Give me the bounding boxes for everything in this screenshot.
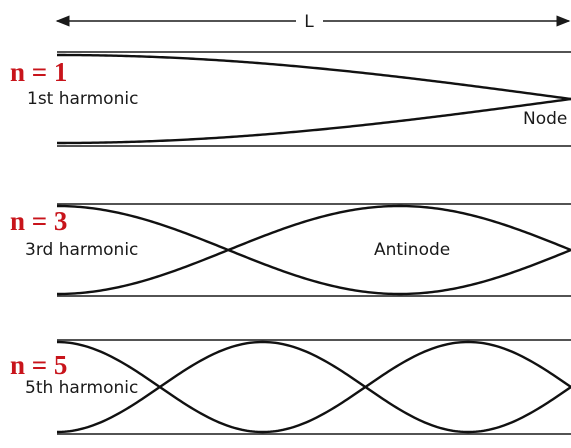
- antinode-label: Antinode: [374, 240, 450, 260]
- wave-lower: [56, 204, 571, 296]
- wave-lower: [56, 340, 571, 434]
- node-label: Node: [523, 109, 567, 129]
- wave-upper: [56, 204, 571, 296]
- panel-n3: n = 3 3rd harmonic Antinode: [10, 203, 571, 297]
- harmonic-label: 3rd harmonic: [25, 240, 138, 260]
- length-label: L: [304, 12, 314, 32]
- panel-n5: n = 5 5th harmonic: [10, 339, 571, 435]
- panel-n1: n = 1 1st harmonic Node: [10, 51, 571, 147]
- n-label: n = 1: [10, 57, 67, 87]
- n-label: n = 5: [10, 350, 67, 380]
- harmonic-label: 1st harmonic: [27, 89, 138, 109]
- wave-lower: [57, 97, 571, 145]
- length-dimension: L: [55, 12, 571, 32]
- wave-upper: [56, 340, 571, 434]
- n-label: n = 3: [10, 206, 67, 236]
- harmonic-label: 5th harmonic: [25, 378, 138, 398]
- wave-upper: [57, 53, 571, 101]
